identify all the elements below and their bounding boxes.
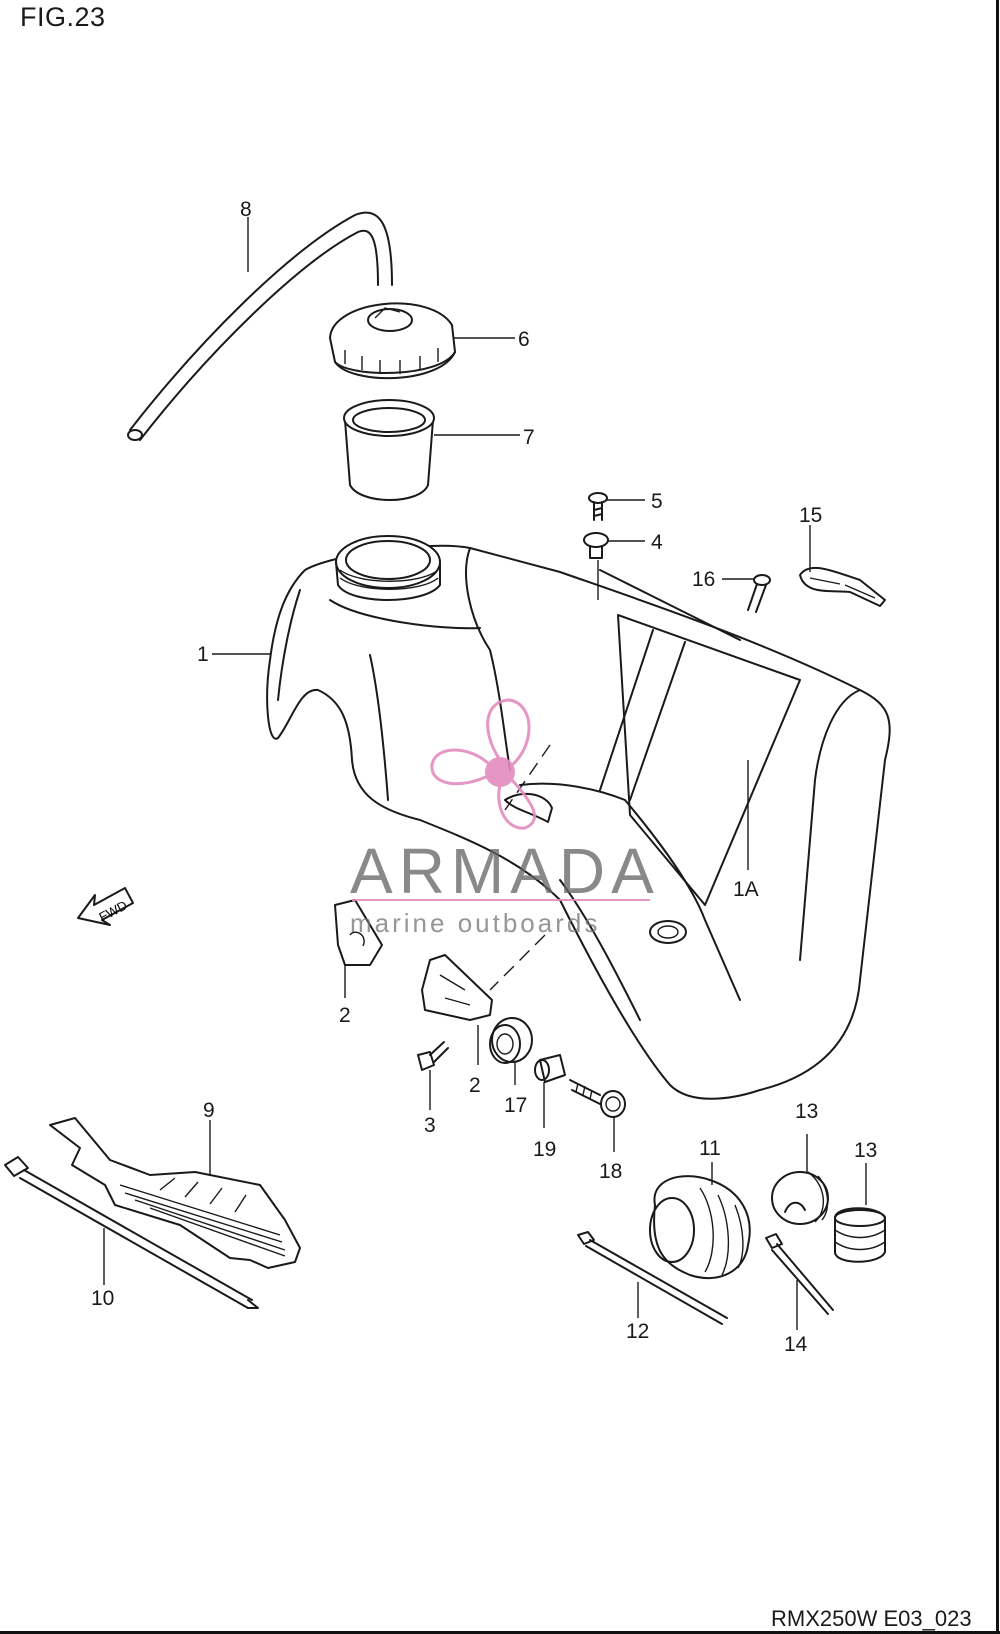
callout-19[interactable]: 19	[533, 1138, 556, 1161]
armada-watermark: ARMADA marine outboards	[350, 698, 660, 938]
part-13-grommet-a[interactable]	[771, 1171, 829, 1225]
callout-14[interactable]: 14	[784, 1333, 808, 1356]
fwd-direction-arrow: FWD	[77, 887, 134, 926]
part-15-clip[interactable]	[799, 566, 886, 607]
callout-3[interactable]: 3	[424, 1114, 436, 1137]
part-16-bolt[interactable]	[747, 574, 771, 613]
callout-4[interactable]: 4	[651, 531, 663, 554]
callout-8[interactable]: 8	[240, 198, 252, 221]
part-3-bolt[interactable]	[417, 1041, 449, 1071]
watermark-brand: ARMADA	[350, 835, 660, 907]
part-1-fuel-tank[interactable]	[266, 535, 891, 1100]
part-9-protector-cover[interactable]	[49, 1117, 301, 1269]
callout-labels: 8 6 7 5 4 15 16 1 1A 2 2 3 17 19 18 9 10…	[91, 198, 877, 1356]
propeller-logo-icon	[430, 698, 537, 830]
callout-13-b[interactable]: 13	[854, 1139, 877, 1162]
callout-2-upper[interactable]: 2	[339, 1004, 351, 1027]
frame-border-right	[996, 0, 999, 1634]
callout-7[interactable]: 7	[523, 426, 535, 449]
callout-16[interactable]: 16	[692, 568, 715, 591]
part-2-lower-bracket[interactable]	[421, 954, 493, 1021]
part-18-bolt[interactable]	[569, 1079, 626, 1118]
callout-9[interactable]: 9	[203, 1099, 215, 1122]
part-1a-decal[interactable]	[599, 614, 801, 906]
part-19-collar[interactable]	[534, 1054, 566, 1083]
callout-6[interactable]: 6	[518, 328, 530, 351]
callout-2-lower[interactable]: 2	[469, 1074, 481, 1097]
callout-10[interactable]: 10	[91, 1287, 114, 1310]
part-7-filler-neck[interactable]	[343, 399, 435, 501]
part-13-grommet-b[interactable]	[834, 1207, 886, 1263]
part-5-screw[interactable]	[588, 492, 608, 521]
part-8-breather-hose[interactable]	[127, 211, 393, 441]
part-6-fuel-cap[interactable]	[329, 302, 456, 380]
callout-5[interactable]: 5	[651, 490, 663, 513]
callout-1a[interactable]: 1A	[733, 878, 759, 901]
callout-1[interactable]: 1	[197, 643, 209, 666]
callout-17[interactable]: 17	[504, 1094, 527, 1117]
callout-12[interactable]: 12	[626, 1320, 649, 1343]
part-10-cable-tie[interactable]	[4, 1156, 259, 1309]
callout-18[interactable]: 18	[599, 1160, 622, 1183]
part-14-clip[interactable]	[765, 1233, 834, 1315]
frame-border-bottom	[0, 1631, 1000, 1634]
callout-13-a[interactable]: 13	[795, 1100, 818, 1123]
callout-11[interactable]: 11	[699, 1137, 721, 1160]
part-17-grommet[interactable]	[489, 1017, 533, 1064]
watermark-tagline: marine outboards	[350, 908, 600, 938]
figure-code: RMX250W E03_023	[771, 1606, 972, 1631]
callout-15[interactable]: 15	[799, 504, 822, 527]
figure-title: FIG.23	[20, 2, 106, 32]
part-4-collar[interactable]	[583, 532, 609, 559]
part-12-cable-tie[interactable]	[577, 1231, 728, 1325]
part-11-boot[interactable]	[649, 1175, 751, 1280]
leader-lines	[103, 217, 867, 1330]
